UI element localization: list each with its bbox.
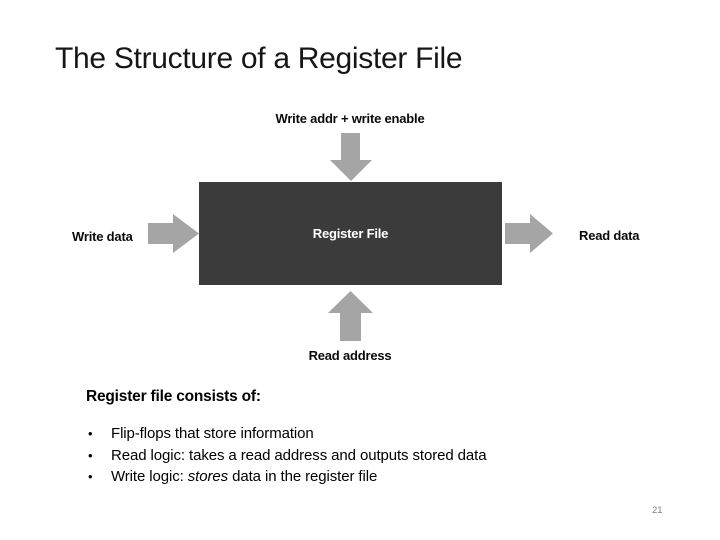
write-addr-arrow-down-icon	[330, 133, 372, 181]
bullet-item: • Read logic: takes a read address and o…	[88, 445, 568, 467]
bullet-text-italic: stores	[187, 468, 229, 485]
read-address-label: Read address	[308, 348, 392, 363]
arrow-shape	[148, 214, 199, 253]
write-data-label: Write data	[72, 229, 133, 244]
read-address-arrow-up-icon	[328, 291, 373, 341]
body-heading: Register file consists of:	[86, 388, 261, 405]
bullet-item: • Write logic: stores data in the regist…	[88, 466, 568, 488]
arrow-shape	[328, 291, 373, 341]
bullet-list: • Flip-flops that store information • Re…	[88, 423, 568, 488]
write-addr-enable-label: Write addr + write enable	[275, 111, 425, 126]
bullet-text: Flip-flops that store information	[111, 423, 314, 445]
bullet-item: • Flip-flops that store information	[88, 423, 568, 445]
arrow-shape	[330, 133, 372, 181]
bullet-dot: •	[88, 426, 93, 441]
bullet-dot: •	[88, 469, 93, 484]
register-file-box-label: Register File	[312, 226, 389, 241]
bullet-text-post: data in the register file	[228, 468, 378, 485]
read-data-label: Read data	[579, 228, 640, 243]
bullet-dot: •	[88, 447, 93, 463]
write-data-arrow-right-icon	[148, 214, 199, 253]
slide-title: The Structure of a Register File	[55, 42, 463, 75]
arrow-shape	[505, 214, 553, 253]
page-number: 21	[652, 505, 663, 516]
bullet-text-pre: Read logic: takes a read address and out…	[111, 446, 487, 464]
bullet-text-pre: Flip-flops that store information	[111, 425, 314, 442]
register-file-box: Register File	[199, 182, 502, 285]
read-data-arrow-right-icon	[505, 214, 553, 253]
bullet-text: Write logic: stores data in the register…	[111, 466, 377, 488]
bullet-text-pre: Write logic:	[111, 468, 188, 485]
bullet-text: Read logic: takes a read address and out…	[111, 445, 487, 467]
